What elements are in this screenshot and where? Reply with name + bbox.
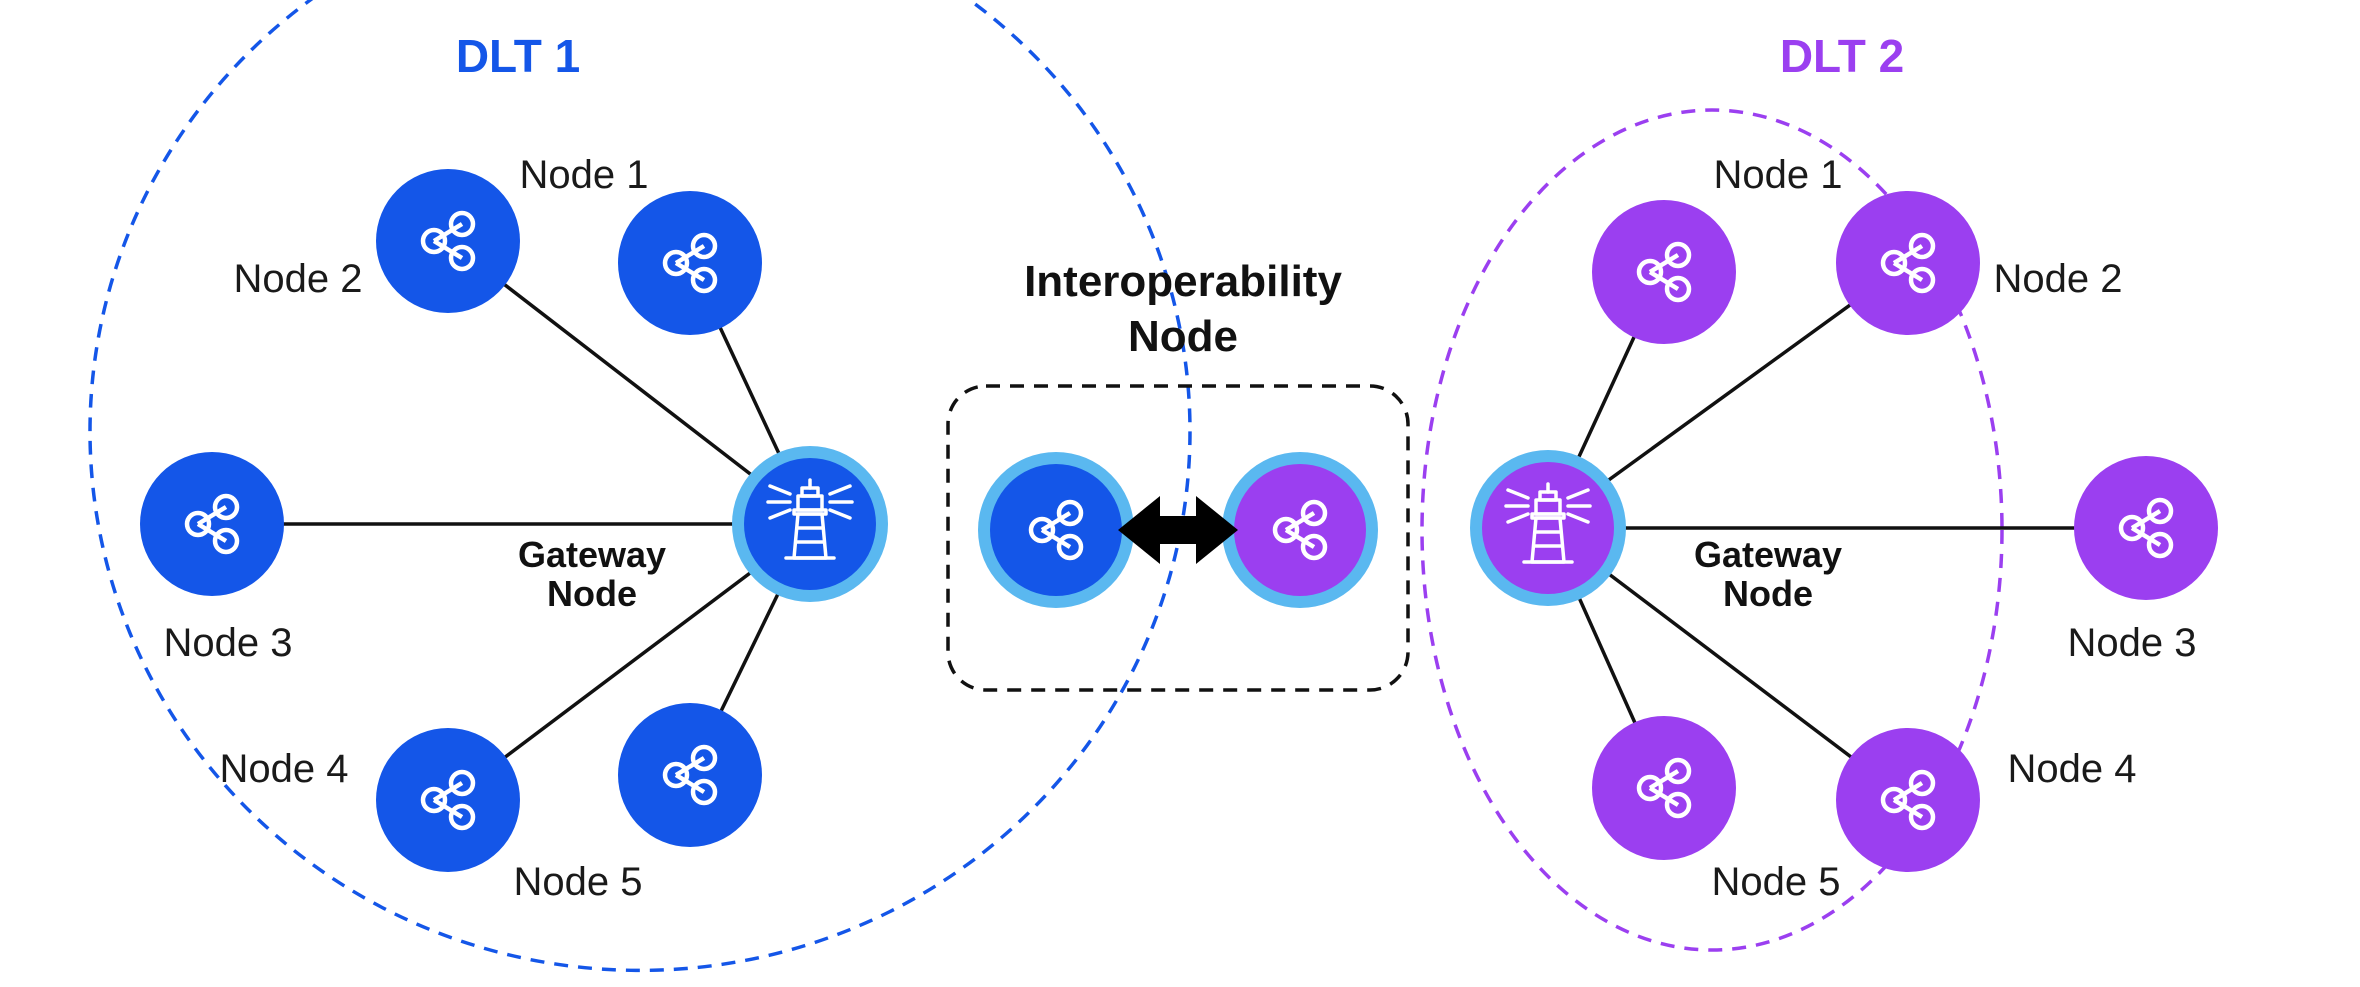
edge-dlt1-node2 (446, 239, 812, 522)
dlt1-node5-label: Node 5 (514, 860, 643, 904)
dlt2-node2-label: Node 2 (1994, 257, 2123, 301)
dlt1-node2-label: Node 2 (234, 257, 363, 301)
dlt2-boundary (1420, 108, 2004, 952)
dlt2-gateway-label-2: Node (1723, 573, 1813, 614)
dlt1-node-1 (618, 191, 762, 335)
double-arrow-icon (1118, 496, 1238, 564)
dlt1-title: DLT 1 (456, 30, 580, 82)
dlt1-node1-label: Node 1 (520, 153, 649, 197)
dlt2-node-1 (1592, 200, 1736, 344)
dlt2-gateway-label-1: Gateway (1694, 534, 1842, 575)
dlt1-node-3 (140, 452, 284, 596)
dlt1-node3-label: Node 3 (164, 621, 293, 665)
dlt1-node-4 (376, 728, 520, 872)
interop-title-1: Interoperability (1024, 257, 1342, 306)
dlt2-node-5 (1592, 716, 1736, 860)
dlt2-node-2 (1836, 191, 1980, 335)
dlt2-node4-label: Node 4 (2008, 747, 2137, 791)
dlt1-gateway-label-2: Node (547, 573, 637, 614)
dlt1-node4-label: Node 4 (220, 747, 349, 791)
dlt1-node-5 (618, 703, 762, 847)
dlt2-node-4 (1836, 728, 1980, 872)
interop-title-2: Node (1128, 312, 1238, 361)
dlt2-node5-label: Node 5 (1712, 860, 1841, 904)
interop-dlt1-node (978, 452, 1134, 608)
dlt2-title: DLT 2 (1780, 30, 1904, 82)
dlt1-gateway-label-1: Gateway (518, 534, 666, 575)
dlt2-gateway-node (1470, 450, 1626, 606)
dlt1-node-2 (376, 169, 520, 313)
dlt1-boundary (88, 0, 1192, 972)
dlt2-node1-label: Node 1 (1714, 153, 1843, 197)
dlt2-node-3 (2074, 456, 2218, 600)
dlt1-gateway-node (732, 446, 888, 602)
dlt2-network: DLT 2 Node 1 Node 2 Node 3 Node 4 N (1420, 30, 2218, 952)
interop-boundary (946, 384, 1410, 692)
dlt1-network: DLT 1 Node 1 Node 2 Node 3 Node 4 N (88, 0, 1192, 972)
interop-node: Interoperability Node (946, 257, 1410, 692)
dlt2-node3-label: Node 3 (2068, 621, 2197, 665)
interop-dlt2-node (1222, 452, 1378, 608)
